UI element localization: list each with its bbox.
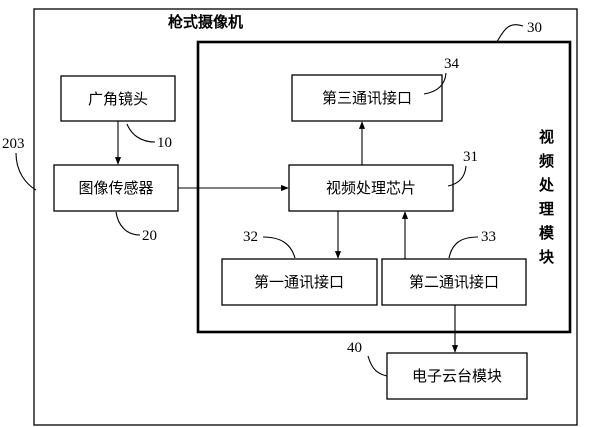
video-chip-block: 视频处理芯片 xyxy=(288,164,454,212)
module-label-char: 频 xyxy=(539,152,554,170)
comm-interface-2-block: 第二通讯接口 xyxy=(381,258,527,306)
comm-interface-3-block: 第三通讯接口 xyxy=(291,74,443,122)
ref-30: 30 xyxy=(495,20,542,44)
module-label-char: 理 xyxy=(539,200,554,218)
comm-interface-1-block: 第一通讯接口 xyxy=(221,258,378,306)
comm-interface-3-label: 第三通讯接口 xyxy=(322,89,412,107)
ref-31-label: 31 xyxy=(463,149,478,165)
ref-32-label: 32 xyxy=(243,229,258,245)
video-chip-label: 视频处理芯片 xyxy=(326,179,416,197)
ref-33-label: 33 xyxy=(481,229,496,245)
module-label-char: 块 xyxy=(539,248,555,266)
module-label-char: 处 xyxy=(538,176,555,194)
camera-title: 枪式摄像机 xyxy=(168,13,243,31)
ptz-module-block: 电子云台模块 xyxy=(386,352,528,400)
module-label: 视 频 处 理 模 块 xyxy=(538,128,555,266)
ref-40: 40 xyxy=(347,340,388,377)
ref-203-label: 203 xyxy=(2,136,25,152)
wide-angle-lens-label: 广角镜头 xyxy=(88,90,148,108)
ptz-module-label: 电子云台模块 xyxy=(412,367,502,385)
ref-10: 10 xyxy=(126,123,172,151)
ref-10-label: 10 xyxy=(157,135,172,151)
ref-203: 203 xyxy=(2,136,37,191)
ref-30-label: 30 xyxy=(527,20,542,36)
ref-31: 31 xyxy=(447,149,478,187)
image-sensor-block: 图像传感器 xyxy=(53,164,179,212)
ref-33: 33 xyxy=(448,229,496,259)
ref-32: 32 xyxy=(243,229,296,259)
ref-20: 20 xyxy=(115,211,157,244)
image-sensor-label: 图像传感器 xyxy=(78,179,153,197)
module-label-char: 模 xyxy=(539,224,555,242)
comm-interface-2-label: 第二通讯接口 xyxy=(409,273,499,291)
comm-interface-1-label: 第一通讯接口 xyxy=(254,273,344,291)
ref-34-label: 34 xyxy=(444,56,460,72)
video-module-frame xyxy=(196,40,572,334)
ref-34: 34 xyxy=(423,56,460,95)
module-label-char: 视 xyxy=(539,128,554,146)
wide-angle-lens-block: 广角镜头 xyxy=(60,75,176,122)
ref-20-label: 20 xyxy=(142,228,157,244)
ref-40-label: 40 xyxy=(347,340,362,356)
